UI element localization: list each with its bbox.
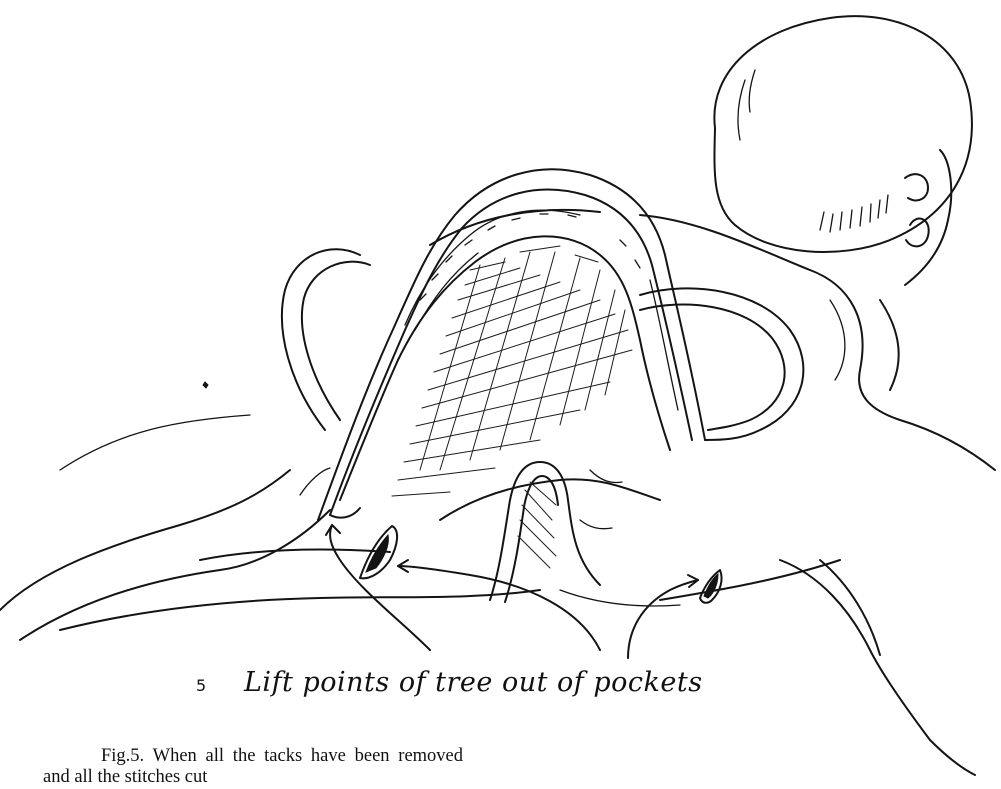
figure-caption: Lift points of tree out of pockets	[244, 667, 703, 698]
stray-ink-mark	[203, 382, 208, 388]
figure-number: 5	[196, 676, 206, 695]
saddle-flaps-drawing	[282, 249, 803, 440]
gullet-and-pockets-drawing	[300, 462, 722, 603]
body-paragraph: Fig.5. When all the tacks have been remo…	[43, 746, 463, 788]
saddle-tree-drawing	[318, 169, 705, 520]
paragraph-label: Fig.5.	[101, 746, 144, 766]
horse-head-drawing	[714, 16, 972, 285]
